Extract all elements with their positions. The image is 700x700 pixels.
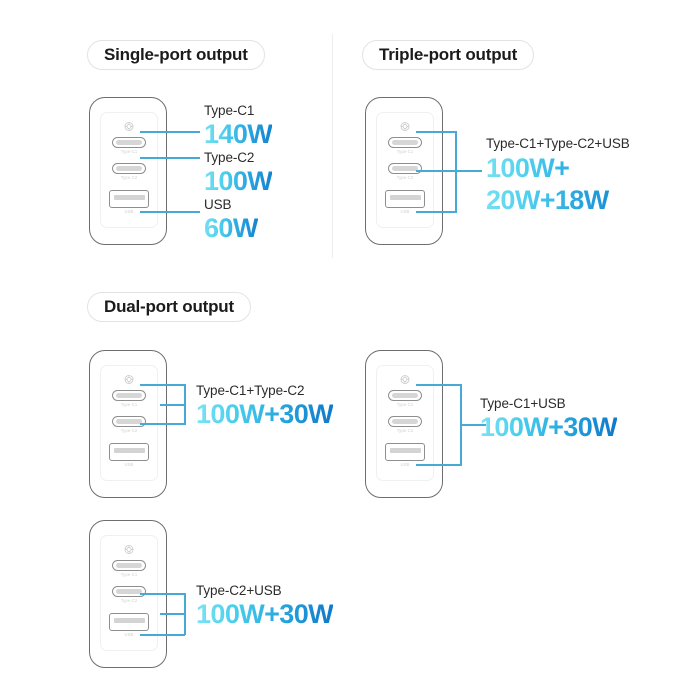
usb-a-connector-icon	[385, 443, 425, 461]
connector-bracket-stem	[160, 613, 185, 615]
gan-logo-icon	[400, 122, 410, 131]
port-usb-a[interactable]: USB	[385, 190, 425, 214]
port-type-c2[interactable]: Type-C2	[112, 416, 146, 433]
section-heading-triple-port: Triple-port output	[362, 40, 535, 70]
connector-bracket-stem	[460, 424, 486, 426]
output-row-dual-c1-c2: Type-C1+Type-C2 100W+30W	[196, 383, 334, 430]
port-type-c1[interactable]: Type-C1	[112, 560, 146, 577]
section-heading-single-port: Single-port output	[87, 40, 265, 70]
port-label: USB	[400, 461, 410, 467]
connector-line-usb	[416, 464, 461, 466]
connector-line-c1	[416, 384, 461, 386]
output-row-triple: Type-C1+Type-C2+USB 100W+ 20W+18W	[486, 136, 630, 217]
output-row-usb: USB 60W	[204, 197, 258, 244]
type-c-connector-icon	[388, 416, 422, 427]
output-wattage: 100W	[204, 165, 273, 196]
output-title: USB	[204, 197, 232, 212]
output-wattage: 100W+30W	[196, 598, 334, 629]
usb-a-connector-icon	[109, 613, 149, 631]
connector-bracket-spine	[455, 131, 457, 213]
port-usb-a[interactable]: USB	[109, 443, 149, 467]
output-title: Type-C1+USB	[480, 396, 566, 411]
port-type-c1[interactable]: Type-C1	[388, 390, 422, 407]
gan-logo-icon	[400, 375, 410, 384]
port-type-c2[interactable]: Type-C2	[112, 586, 146, 603]
gan-logo-icon	[124, 545, 134, 554]
section-heading-label: Triple-port output	[379, 45, 518, 64]
column-divider	[332, 34, 333, 258]
port-label: Type-C2	[120, 174, 138, 180]
port-type-c1[interactable]: Type-C1	[112, 137, 146, 154]
output-wattage: 140W	[204, 118, 273, 149]
port-type-c1[interactable]: Type-C1	[388, 137, 422, 154]
connector-line-usb	[416, 211, 456, 213]
output-wattage: 100W+30W	[196, 398, 334, 429]
port-type-c1[interactable]: Type-C1	[112, 390, 146, 407]
connector-line-usb	[140, 211, 200, 213]
type-c-connector-icon	[112, 137, 146, 148]
output-title: Type-C2+USB	[196, 583, 282, 598]
port-usb-a[interactable]: USB	[109, 613, 149, 637]
connector-line-c1	[140, 384, 185, 386]
connector-line-usb	[140, 634, 185, 636]
connector-bracket-stem	[455, 170, 482, 172]
port-label: Type-C1	[120, 401, 138, 407]
output-title: Type-C1	[204, 103, 255, 118]
port-usb-a[interactable]: USB	[109, 190, 149, 214]
type-c-connector-icon	[388, 390, 422, 401]
connector-line-c2	[416, 170, 456, 172]
type-c-connector-icon	[112, 416, 146, 427]
output-wattage-line-2: 20W+18W	[486, 184, 630, 217]
output-row-dual-c1-usb: Type-C1+USB 100W+30W	[480, 396, 618, 443]
output-wattage: 60W	[204, 212, 258, 243]
port-label: Type-C2	[396, 427, 414, 433]
connector-line-c2	[140, 423, 185, 425]
port-label: USB	[400, 208, 410, 214]
port-label: USB	[124, 631, 134, 637]
port-label: Type-C1	[396, 401, 414, 407]
output-wattage-line-1: 100W+	[486, 152, 630, 185]
port-label: Type-C2	[120, 427, 138, 433]
port-label: Type-C1	[396, 148, 414, 154]
connector-line-c2	[140, 593, 185, 595]
output-row-c2: Type-C2 100W	[204, 150, 273, 197]
port-type-c2[interactable]: Type-C2	[388, 416, 422, 433]
usb-a-connector-icon	[109, 443, 149, 461]
type-c-connector-icon	[112, 586, 146, 597]
output-title: Type-C1+Type-C2	[196, 383, 305, 398]
port-label: Type-C1	[120, 571, 138, 577]
output-wattage: 100W+30W	[480, 411, 618, 442]
port-label: USB	[124, 461, 134, 467]
gan-logo-icon	[124, 375, 134, 384]
gan-logo-icon	[124, 122, 134, 131]
port-label: Type-C2	[120, 597, 138, 603]
usb-a-connector-icon	[385, 190, 425, 208]
type-c-connector-icon	[112, 163, 146, 174]
output-row-dual-c2-usb: Type-C2+USB 100W+30W	[196, 583, 334, 630]
connector-line-c1	[140, 131, 200, 133]
connector-bracket-stem	[160, 404, 185, 406]
section-heading-label: Single-port output	[104, 45, 248, 64]
type-c-connector-icon	[388, 163, 422, 174]
charger-device-single-port: Type-C1 Type-C2 USB	[89, 97, 167, 245]
type-c-connector-icon	[388, 137, 422, 148]
port-usb-a[interactable]: USB	[385, 443, 425, 467]
port-type-c2[interactable]: Type-C2	[112, 163, 146, 180]
port-label: Type-C1	[120, 148, 138, 154]
section-heading-dual-port: Dual-port output	[87, 292, 251, 322]
type-c-connector-icon	[112, 390, 146, 401]
output-row-c1: Type-C1 140W	[204, 103, 273, 150]
port-label: Type-C2	[396, 174, 414, 180]
port-label: USB	[124, 208, 134, 214]
output-title: Type-C2	[204, 150, 255, 165]
section-heading-label: Dual-port output	[104, 297, 234, 316]
type-c-connector-icon	[112, 560, 146, 571]
usb-a-connector-icon	[109, 190, 149, 208]
connector-line-c1	[416, 131, 456, 133]
output-title: Type-C1+Type-C2+USB	[486, 136, 630, 151]
connector-line-c2	[140, 157, 200, 159]
port-type-c2[interactable]: Type-C2	[388, 163, 422, 180]
charger-device-dual-c1-usb: Type-C1 Type-C2 USB	[365, 350, 443, 498]
